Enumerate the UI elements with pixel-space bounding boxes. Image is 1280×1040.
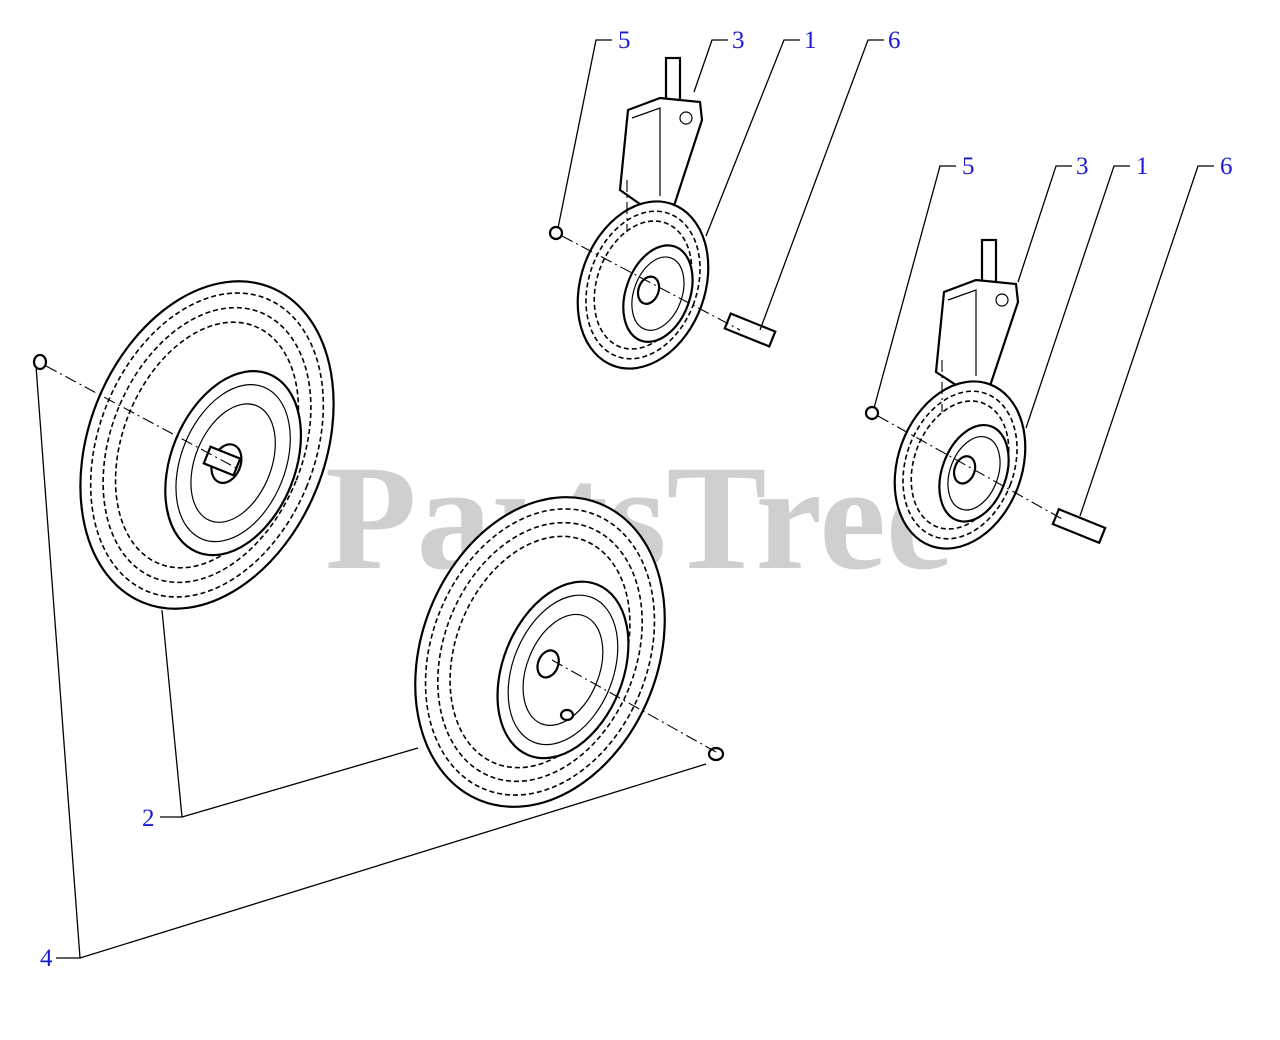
valve-stem: [559, 708, 575, 722]
caster-assembly-b: [864, 238, 1107, 550]
callouts: 5 3 1 6 5 3 1 6 2 4: [40, 27, 1233, 972]
callout-1-b: 1: [1136, 153, 1149, 180]
caster-fork-b: [934, 278, 1020, 396]
callout-3-b: 3: [1076, 153, 1089, 180]
cap-screw-left: [32, 353, 48, 371]
large-wheel-left: [79, 280, 335, 610]
callout-5-b: 5: [962, 153, 975, 180]
callout-5-a: 5: [618, 27, 631, 54]
bolt-a: [723, 312, 777, 348]
caster-stem-b: [980, 238, 998, 284]
axis-lines: [45, 180, 1065, 753]
cap-screw-right: [707, 746, 725, 762]
nut-a: [548, 225, 564, 241]
leader-lines: [35, 39, 1214, 959]
callout-6-b: 6: [1220, 153, 1233, 180]
axle-hub-left: [202, 445, 242, 477]
nut-b: [864, 405, 880, 421]
large-wheel-right: [414, 496, 666, 808]
caster-assembly-a: [548, 56, 777, 370]
callout-6-a: 6: [888, 27, 901, 54]
callout-3-a: 3: [732, 27, 745, 54]
caster-stem-a: [664, 56, 682, 102]
callout-1-a: 1: [804, 27, 817, 54]
caster-fork-a: [618, 96, 704, 216]
callout-4: 4: [40, 945, 53, 972]
bolt-b: [1051, 507, 1107, 545]
callout-2: 2: [142, 805, 155, 832]
